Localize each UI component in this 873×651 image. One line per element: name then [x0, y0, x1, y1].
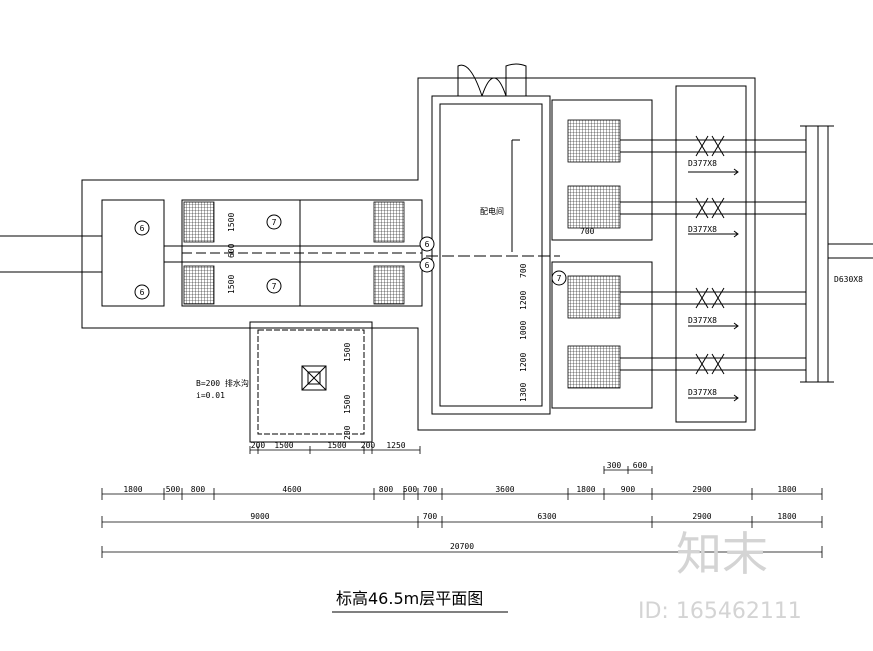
small-dim-2: 600: [633, 461, 648, 470]
marker-7b: 7: [272, 282, 277, 291]
pit-dim-3: 1500: [327, 441, 346, 450]
pit-dim-2: 1500: [274, 441, 293, 450]
vdim-right-top: 700: [580, 227, 595, 236]
vdim-right-c: 1000: [519, 321, 528, 340]
valve-room: [675, 85, 747, 423]
pit-dim-1: 200: [251, 441, 266, 450]
pit-dim-5: 1250: [386, 441, 405, 450]
row1-dim-6: 500: [403, 485, 418, 494]
watermark-brand: 知末: [676, 527, 768, 581]
row1-dim-2: 500: [166, 485, 181, 494]
marker-6d: 6: [425, 261, 430, 270]
pipe-label-1: D377X8: [688, 159, 717, 168]
vdim-right-a: 700: [519, 263, 528, 278]
marker-6a: 6: [140, 224, 145, 233]
pit: [249, 321, 373, 443]
header-pipe-label: D630X8: [834, 275, 863, 284]
row1-dim-11: 2900: [692, 485, 711, 494]
marker-6c: 6: [425, 240, 430, 249]
building-outline: [81, 77, 756, 431]
vdim-right-d: 1200: [519, 353, 528, 372]
row2-dim-1: 9000: [250, 512, 269, 521]
vdim-left-mid: 600: [227, 243, 236, 258]
small-dim-1: 300: [607, 461, 622, 470]
vdim-right-b: 1200: [519, 291, 528, 310]
pipe-label-2: D377X8: [688, 225, 717, 234]
circle-markers: [134, 214, 567, 300]
row1-dim-9: 1800: [576, 485, 595, 494]
row1-dim-5: 800: [379, 485, 394, 494]
vdim-left-lower: 1500: [227, 275, 236, 294]
vdim-pit-bottom: 200: [343, 425, 352, 440]
pipe-label-3: D377X8: [688, 316, 717, 325]
vdim-pit-upper: 1500: [343, 343, 352, 362]
pit-dim-4: 200: [361, 441, 376, 450]
row1-dim-7: 700: [423, 485, 438, 494]
vdim-pit-lower: 1500: [343, 395, 352, 414]
marker-7c: 7: [557, 274, 562, 283]
row1-dim-4: 4600: [282, 485, 301, 494]
marker-6b: 6: [140, 288, 145, 297]
annotation-line1: B=200 排水沟: [196, 378, 249, 388]
row2-dim-4: 2900: [692, 512, 711, 521]
drawing-title: 标高46.5m层平面图: [336, 589, 483, 608]
vdim-right-e: 1300: [519, 383, 528, 402]
annotation-line2: i=0.01: [196, 391, 225, 400]
equipment-blocks: [183, 119, 621, 389]
room-label: 配电间: [480, 206, 504, 216]
row1-dim-8: 3600: [495, 485, 514, 494]
row1-dim-1: 1800: [123, 485, 142, 494]
watermark-id: ID: 165462111: [638, 599, 802, 624]
marker-7a: 7: [272, 218, 277, 227]
row2-dim-5: 1800: [777, 512, 796, 521]
pipe-label-4: D377X8: [688, 388, 717, 397]
row1-dim-12: 1800: [777, 485, 796, 494]
row2-dim-3: 6300: [537, 512, 556, 521]
row1-dim-3: 800: [191, 485, 206, 494]
row2-dim-2: 700: [423, 512, 438, 521]
row1-dim-10: 900: [621, 485, 636, 494]
distribution-room: [431, 95, 551, 415]
vdim-left-upper: 1500: [227, 213, 236, 232]
row3-dim: 20700: [450, 542, 474, 551]
